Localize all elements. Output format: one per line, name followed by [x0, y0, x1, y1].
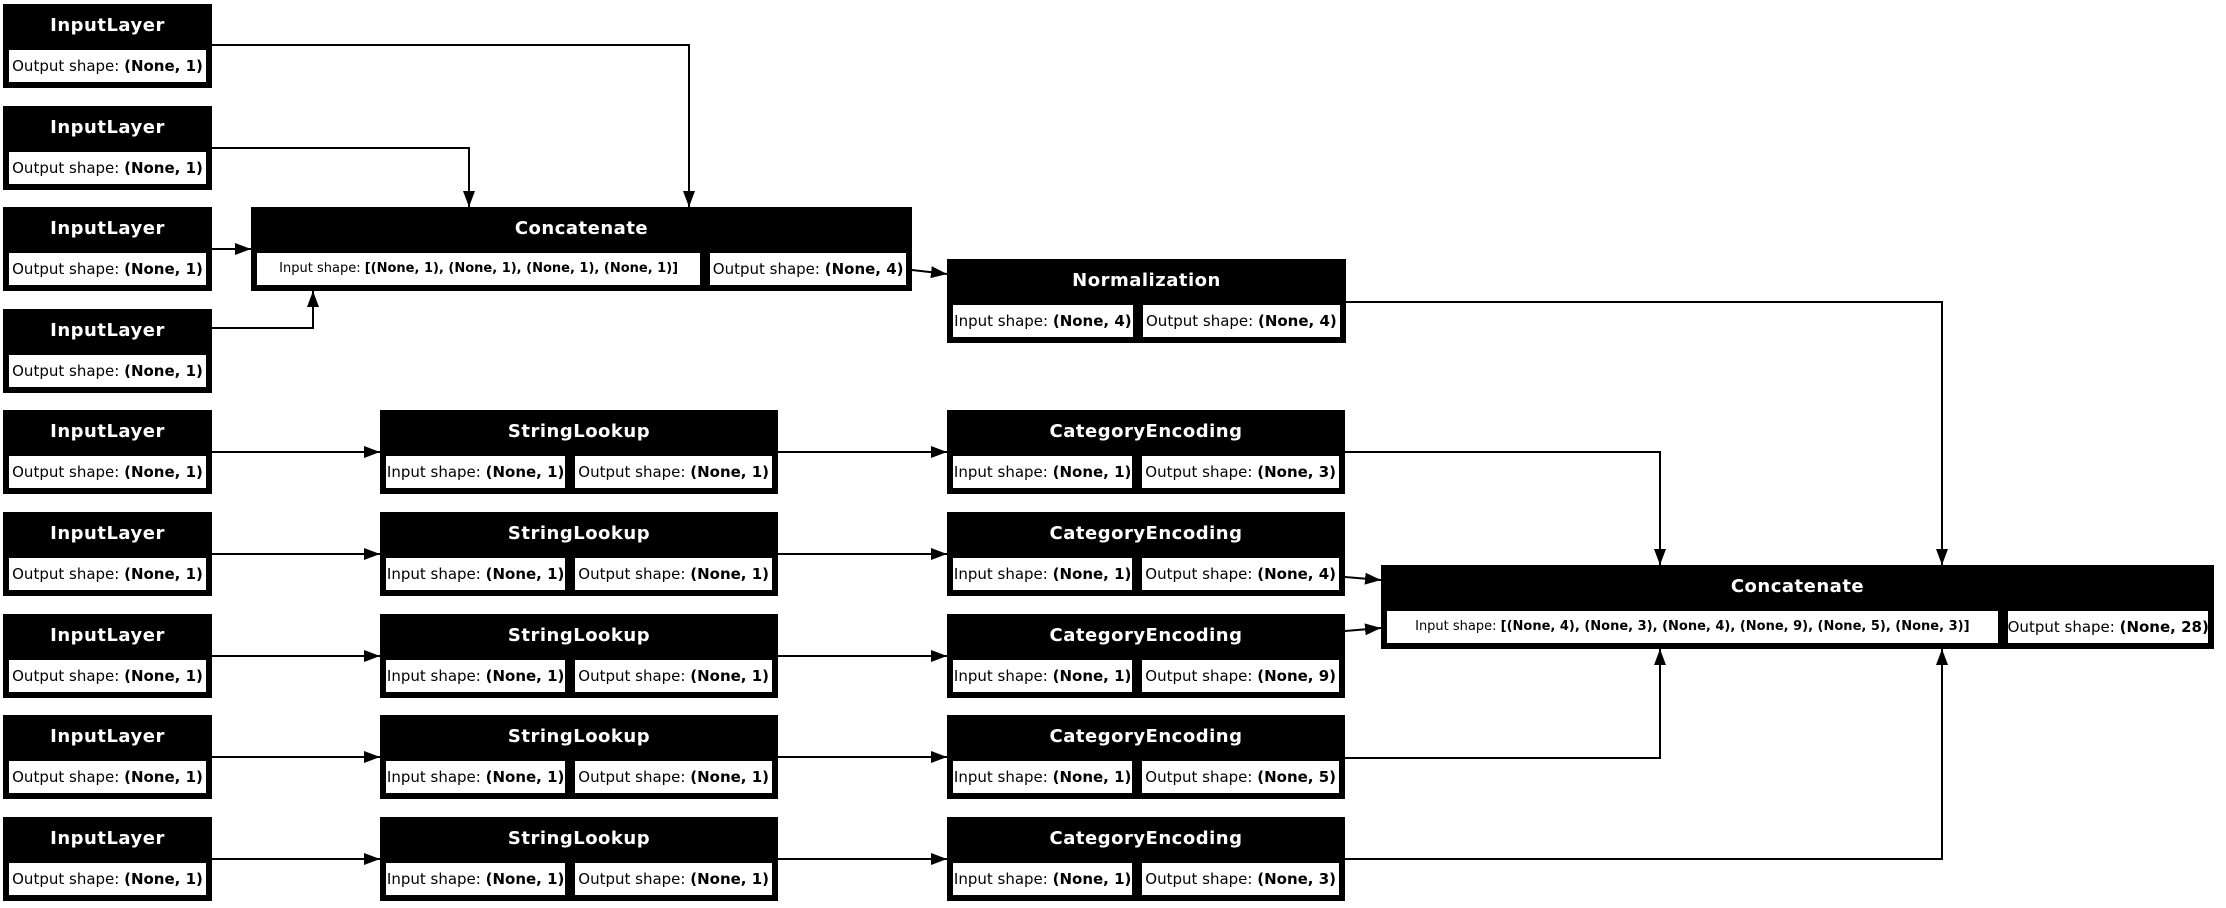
layer-title: InputLayer	[50, 726, 165, 747]
output-shape-cell: Output shape: (None, 4)	[1140, 556, 1341, 592]
node-string-lookup-3: StringLookup Input shape: (None, 1) Outp…	[380, 614, 778, 698]
edge-category-encoding-1-to-concatenate-2	[1345, 451, 1666, 565]
output-shape-cell: Output shape: (None, 1)	[573, 556, 774, 592]
edge-input-1-to-concatenate-1	[212, 44, 695, 207]
layer-title: InputLayer	[50, 15, 165, 36]
edge-category-encoding-5-to-concatenate-2	[1345, 649, 1948, 860]
node-input-9: InputLayer Output shape: (None, 1)	[3, 817, 212, 901]
layer-title: CategoryEncoding	[1049, 421, 1243, 442]
output-shape-cell: Output shape: (None, 1)	[7, 454, 208, 490]
node-input-1: InputLayer Output shape: (None, 1)	[3, 4, 212, 88]
input-shape-cell: Input shape: (None, 1)	[951, 454, 1135, 490]
input-shape-cell: Input shape: (None, 1)	[384, 556, 568, 592]
edge-concatenate-1-to-normalization	[911, 266, 948, 279]
node-concatenate-2: Concatenate Input shape: [(None, 4), (No…	[1381, 565, 2214, 649]
edge-input-2-to-concatenate-1	[212, 147, 475, 207]
input-shape-cell: Input shape: (None, 1)	[951, 658, 1135, 694]
input-shape-cell: Input shape: (None, 1)	[951, 759, 1135, 795]
node-string-lookup-5: StringLookup Input shape: (None, 1) Outp…	[380, 817, 778, 901]
output-shape-cell: Output shape: (None, 3)	[1140, 454, 1341, 490]
input-shape-cell: Input shape: (None, 1)	[384, 454, 568, 490]
node-category-encoding-2: CategoryEncoding Input shape: (None, 1) …	[947, 512, 1345, 596]
layer-title: InputLayer	[50, 117, 165, 138]
output-shape-cell: Output shape: (None, 1)	[7, 759, 208, 795]
output-shape-cell: Output shape: (None, 1)	[573, 759, 774, 795]
edge-category-encoding-3-to-concatenate-2	[1344, 623, 1382, 636]
input-shape-cell: Input shape: [(None, 1), (None, 1), (Non…	[255, 251, 703, 287]
node-input-7: InputLayer Output shape: (None, 1)	[3, 614, 212, 698]
node-input-6: InputLayer Output shape: (None, 1)	[3, 512, 212, 596]
node-input-5: InputLayer Output shape: (None, 1)	[3, 410, 212, 494]
output-shape-cell: Output shape: (None, 4)	[1140, 303, 1342, 339]
output-shape-cell: Output shape: (None, 1)	[7, 251, 208, 287]
output-shape-cell: Output shape: (None, 3)	[1140, 861, 1341, 897]
node-string-lookup-2: StringLookup Input shape: (None, 1) Outp…	[380, 512, 778, 596]
output-shape-cell: Output shape: (None, 1)	[7, 150, 208, 186]
layer-title: Concatenate	[514, 218, 649, 239]
output-shape-cell: Output shape: (None, 1)	[7, 556, 208, 592]
output-shape-cell: Output shape: (None, 1)	[7, 48, 208, 84]
node-category-encoding-1: CategoryEncoding Input shape: (None, 1) …	[947, 410, 1345, 494]
layer-title: CategoryEncoding	[1049, 523, 1243, 544]
output-shape-cell: Output shape: (None, 9)	[1140, 658, 1341, 694]
layer-title: InputLayer	[50, 320, 165, 341]
node-concatenate-1: Concatenate Input shape: [(None, 1), (No…	[251, 207, 912, 291]
input-shape-cell: Input shape: (None, 1)	[951, 861, 1135, 897]
node-input-4: InputLayer Output shape: (None, 1)	[3, 309, 212, 393]
edge-input-4-to-concatenate-1	[212, 291, 319, 329]
edge-category-encoding-4-to-concatenate-2	[1345, 649, 1666, 759]
layer-title: InputLayer	[50, 828, 165, 849]
input-shape-cell: Input shape: [(None, 4), (None, 3), (Non…	[1385, 609, 2000, 645]
layer-title: InputLayer	[50, 421, 165, 442]
output-shape-cell: Output shape: (None, 1)	[7, 658, 208, 694]
layer-title: InputLayer	[50, 218, 165, 239]
output-shape-cell: Output shape: (None, 4)	[708, 251, 908, 287]
input-shape-cell: Input shape: (None, 1)	[384, 658, 568, 694]
input-shape-cell: Input shape: (None, 1)	[384, 861, 568, 897]
layer-title: CategoryEncoding	[1049, 828, 1243, 849]
output-shape-cell: Output shape: (None, 28)	[2005, 609, 2210, 645]
output-shape-cell: Output shape: (None, 1)	[573, 861, 774, 897]
edge-normalization-to-concatenate-2	[1346, 301, 1948, 565]
layer-title: CategoryEncoding	[1049, 625, 1243, 646]
node-string-lookup-1: StringLookup Input shape: (None, 1) Outp…	[380, 410, 778, 494]
layer-title: StringLookup	[507, 523, 651, 544]
node-string-lookup-4: StringLookup Input shape: (None, 1) Outp…	[380, 715, 778, 799]
output-shape-cell: Output shape: (None, 1)	[7, 861, 208, 897]
node-input-2: InputLayer Output shape: (None, 1)	[3, 106, 212, 190]
output-shape-cell: Output shape: (None, 1)	[573, 658, 774, 694]
layer-title: InputLayer	[50, 523, 165, 544]
node-category-encoding-4: CategoryEncoding Input shape: (None, 1) …	[947, 715, 1345, 799]
layer-title: CategoryEncoding	[1049, 726, 1243, 747]
output-shape-cell: Output shape: (None, 1)	[7, 353, 208, 389]
layer-title: StringLookup	[507, 726, 651, 747]
node-input-3: InputLayer Output shape: (None, 1)	[3, 207, 212, 291]
node-category-encoding-5: CategoryEncoding Input shape: (None, 1) …	[947, 817, 1345, 901]
layer-title: StringLookup	[507, 828, 651, 849]
layer-title: Normalization	[1072, 270, 1221, 291]
output-shape-cell: Output shape: (None, 5)	[1140, 759, 1341, 795]
input-shape-cell: Input shape: (None, 4)	[951, 303, 1135, 339]
edge-category-encoding-2-to-concatenate-2	[1344, 572, 1382, 585]
layer-title: InputLayer	[50, 625, 165, 646]
layer-title: Concatenate	[1730, 576, 1865, 597]
input-shape-cell: Input shape: (None, 1)	[951, 556, 1135, 592]
node-input-8: InputLayer Output shape: (None, 1)	[3, 715, 212, 799]
node-category-encoding-3: CategoryEncoding Input shape: (None, 1) …	[947, 614, 1345, 698]
layer-title: StringLookup	[507, 625, 651, 646]
node-normalization: Normalization Input shape: (None, 4) Out…	[947, 259, 1346, 343]
input-shape-cell: Input shape: (None, 1)	[384, 759, 568, 795]
layer-title: StringLookup	[507, 421, 651, 442]
output-shape-cell: Output shape: (None, 1)	[573, 454, 774, 490]
